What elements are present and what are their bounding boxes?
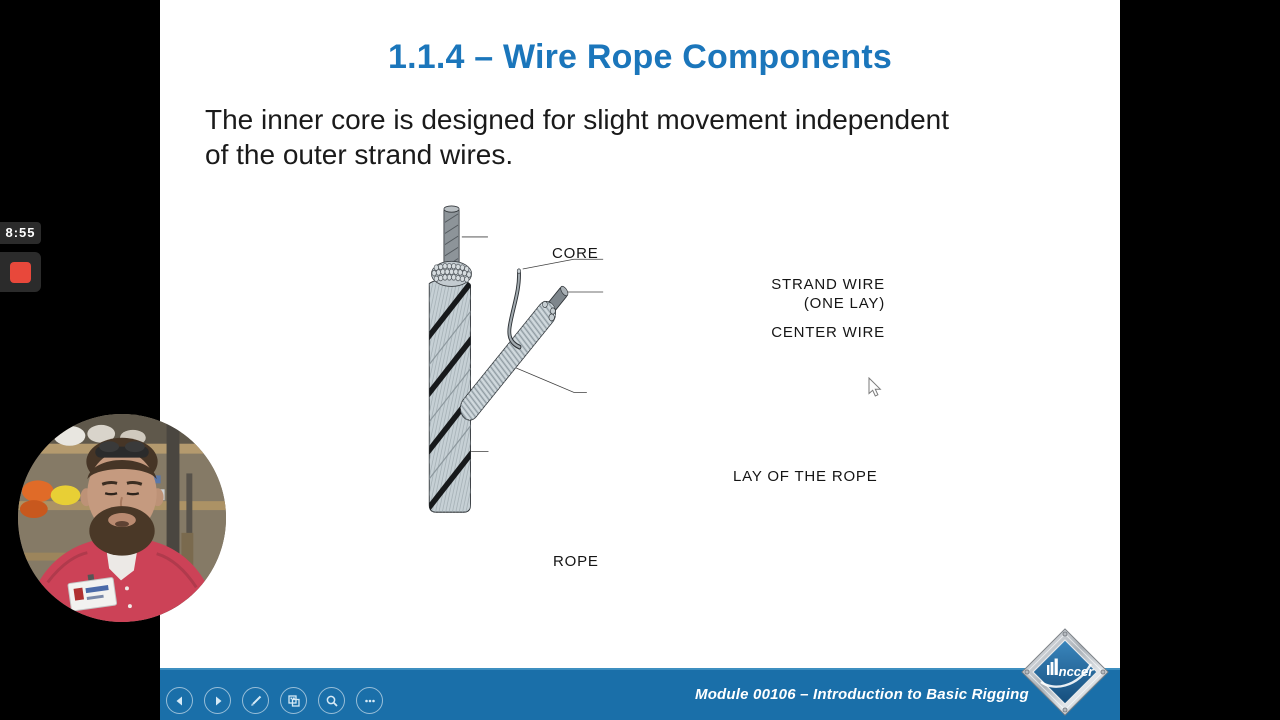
slides-overview-button[interactable] xyxy=(280,687,307,714)
more-options-button[interactable] xyxy=(356,687,383,714)
id-badge xyxy=(67,574,118,612)
label-lay-of-the-rope: LAY OF THE ROPE xyxy=(733,468,878,485)
webcam-overlay xyxy=(18,414,226,622)
label-strand-wire: STRAND WIRE (ONE LAY) xyxy=(700,275,885,313)
recording-timestamp: 8:55 xyxy=(0,222,41,244)
body-text: The inner core is designed for slight mo… xyxy=(205,102,1085,172)
label-strand-wire-line1: STRAND WIRE xyxy=(771,276,885,293)
logo-text: nccer xyxy=(1059,664,1095,679)
label-rope: ROPE xyxy=(553,553,599,570)
ellipsis-icon xyxy=(364,699,375,702)
module-footer-text: Module 00106 – Introduction to Basic Rig… xyxy=(695,686,1029,703)
previous-arrow-icon xyxy=(176,696,182,705)
presentation-slide: 1.1.4 – Wire Rope Components The inner c… xyxy=(160,0,1120,720)
logo-building-icon xyxy=(1047,658,1058,675)
webcam-video-frame xyxy=(18,414,226,622)
slides-overview-icon xyxy=(287,694,300,707)
wire-rope-illustration xyxy=(428,205,604,513)
page-title: 1.1.4 – Wire Rope Components xyxy=(387,38,893,76)
presentation-footer-bar: Module 00106 – Introduction to Basic Rig… xyxy=(160,668,1120,720)
right-black-bar xyxy=(1120,0,1280,720)
next-arrow-icon xyxy=(215,696,221,705)
nccer-logo: nccer xyxy=(1021,628,1109,716)
body-line-1: The inner core is designed for slight mo… xyxy=(205,104,949,135)
label-center-wire: CENTER WIRE xyxy=(771,324,885,341)
logo-rivets xyxy=(1024,631,1106,713)
magnifier-icon xyxy=(326,695,338,707)
previous-slide-button[interactable] xyxy=(166,687,193,714)
wire-bundle-graphic xyxy=(431,260,472,287)
mouse-cursor-icon xyxy=(868,377,882,397)
stop-recording-button[interactable] xyxy=(10,261,31,283)
recorder-panel xyxy=(0,252,41,292)
pen-tool-button[interactable] xyxy=(242,687,269,714)
presenter xyxy=(25,437,219,622)
label-core: CORE xyxy=(552,245,599,262)
strand-wire-graphic xyxy=(507,268,522,350)
zoom-button[interactable] xyxy=(318,687,345,714)
rope-body-graphic xyxy=(428,278,471,513)
next-slide-button[interactable] xyxy=(204,687,231,714)
logo-swoosh xyxy=(1040,663,1093,688)
body-line-2: of the outer strand wires. xyxy=(205,139,514,170)
leader-lines xyxy=(461,236,604,453)
label-strand-wire-line2: (ONE LAY) xyxy=(803,295,885,312)
pen-icon xyxy=(250,695,261,706)
strand-graphic xyxy=(460,285,569,421)
